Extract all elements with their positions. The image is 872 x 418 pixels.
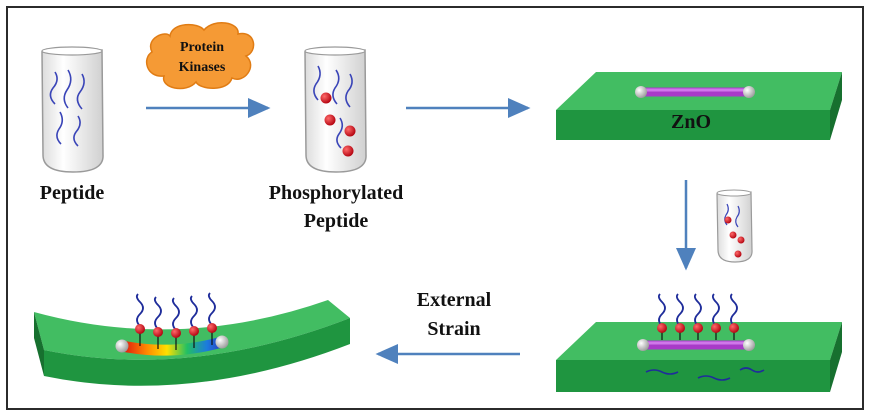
external-strain-label-line2: Strain xyxy=(427,318,480,340)
phosphate-group-icon xyxy=(344,125,356,137)
phosphate-group-icon xyxy=(320,92,332,104)
phosphate-group-icon xyxy=(342,145,354,157)
zno-label: ZnO xyxy=(671,111,711,133)
bent-device xyxy=(34,292,350,386)
functionalized-zno-device xyxy=(556,293,842,392)
phosphorylated-label-line2: Peptide xyxy=(304,210,369,232)
peptide-tube-icon xyxy=(41,46,104,173)
phosphate-group-icon xyxy=(324,114,336,126)
phosphorylated-label-line1: Phosphorylated xyxy=(269,182,403,204)
zno-device-top xyxy=(556,72,842,140)
peptide-label: Peptide xyxy=(40,182,105,204)
phosphorylated-tube-icon xyxy=(304,46,367,173)
protein-kinase-blob-icon xyxy=(145,22,255,90)
external-strain-label-line1: External xyxy=(417,289,492,311)
protein-kinases-label-line2: Kinases xyxy=(179,60,226,75)
small-phosphorylated-tube-icon xyxy=(716,189,753,263)
protein-kinases-label-line1: Protein xyxy=(180,40,224,55)
